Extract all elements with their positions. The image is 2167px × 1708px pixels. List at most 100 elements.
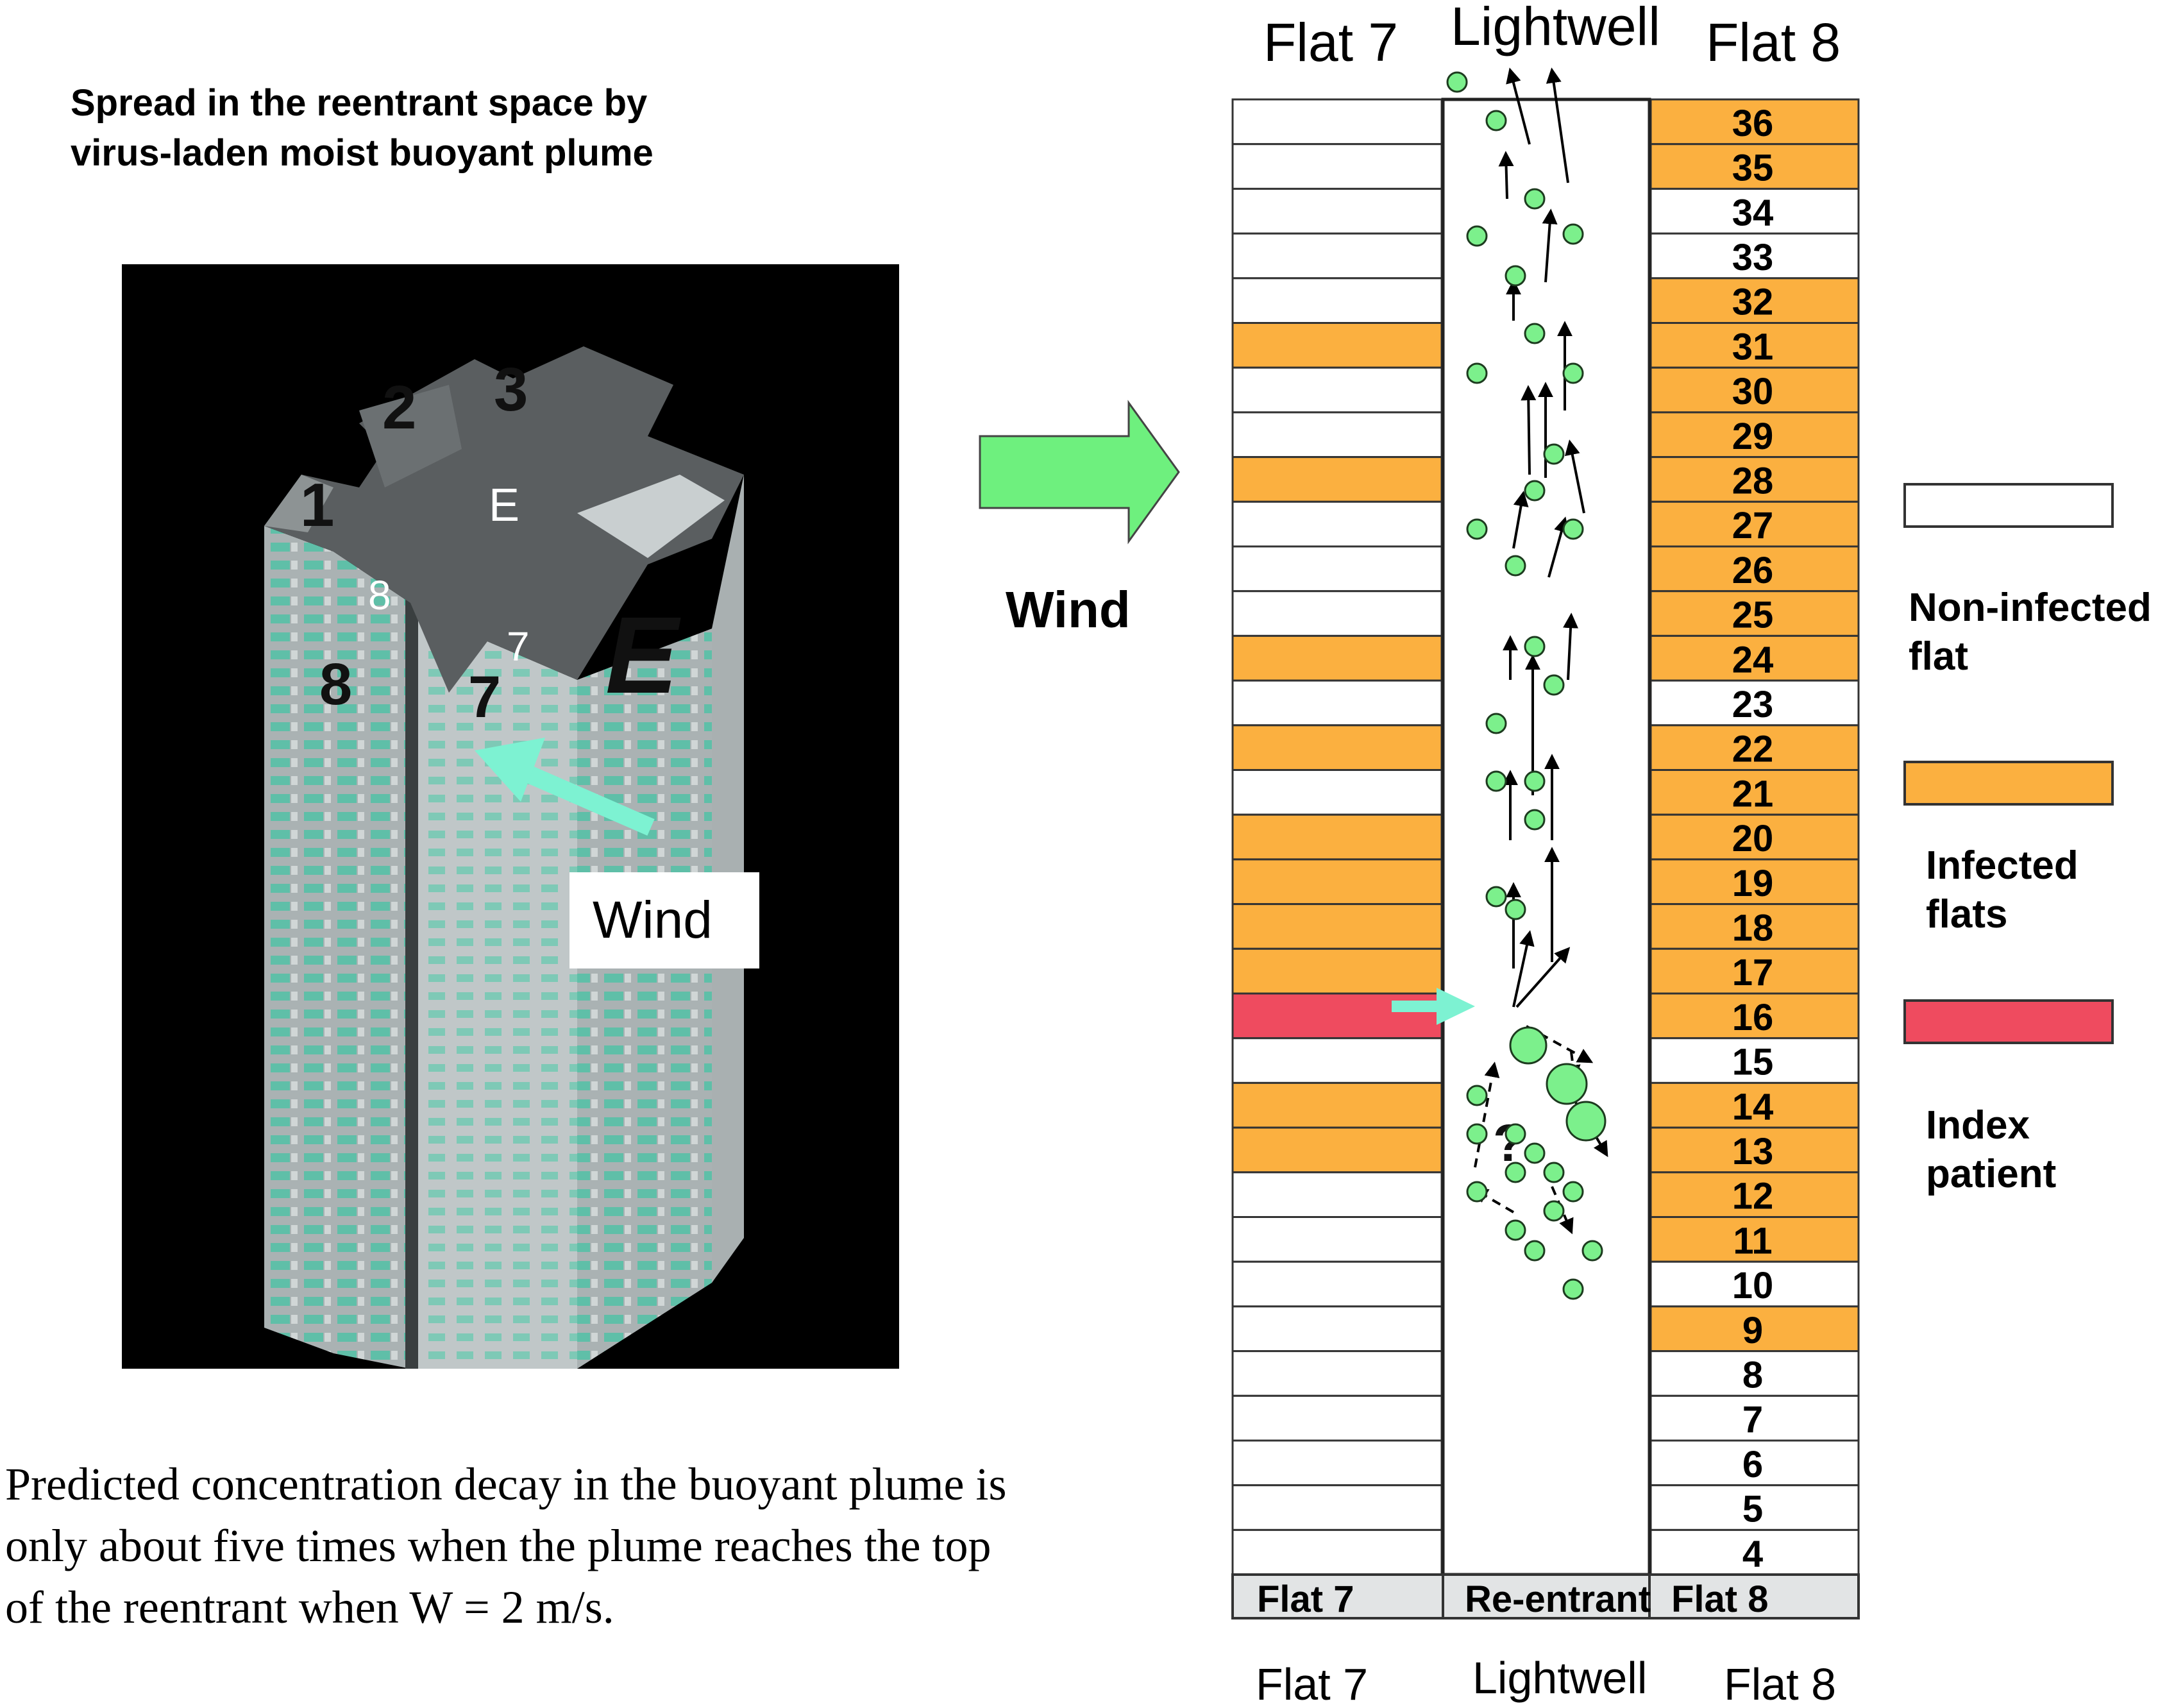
flat8-floor-16 bbox=[1649, 992, 1860, 1040]
floor-number-13: 13 bbox=[1732, 1131, 1774, 1172]
flat7-floor-17 bbox=[1231, 947, 1443, 995]
flat7-floor-16 bbox=[1231, 992, 1443, 1040]
flat7-floor-11 bbox=[1231, 1216, 1443, 1263]
droplet bbox=[1466, 362, 1488, 384]
floor-number-22: 22 bbox=[1732, 729, 1774, 770]
caption-line1: Predicted concentration decay in the buo… bbox=[5, 1459, 1007, 1510]
flat8-floor-34 bbox=[1649, 187, 1860, 235]
flat7-floor-27 bbox=[1231, 500, 1443, 548]
droplet bbox=[1505, 265, 1526, 287]
footer-flat7: Flat 7 bbox=[1256, 1659, 1368, 1708]
flat7-floor-18 bbox=[1231, 903, 1443, 950]
flat7-floor-14 bbox=[1231, 1081, 1443, 1129]
flat7-floor-19 bbox=[1231, 858, 1443, 906]
flat7-floor-6 bbox=[1231, 1439, 1443, 1487]
droplet bbox=[1466, 1085, 1488, 1106]
base-band bbox=[1231, 1573, 1860, 1619]
flat8-floor-26 bbox=[1649, 545, 1860, 593]
flat8-floor-9 bbox=[1649, 1305, 1860, 1353]
building-render: 1 2 3 E 8 7 8 7 E Wind bbox=[122, 264, 899, 1369]
facade-left-wing bbox=[264, 526, 333, 1353]
droplet bbox=[1524, 636, 1546, 657]
base-label-reentrant: Re-entrant bbox=[1465, 1578, 1651, 1620]
floor-number-16: 16 bbox=[1732, 997, 1774, 1038]
droplet bbox=[1562, 1181, 1584, 1203]
floor-number-11: 11 bbox=[1733, 1220, 1772, 1262]
render-label-2: 2 bbox=[382, 373, 416, 442]
droplet bbox=[1524, 1240, 1546, 1262]
flat8-floor-21 bbox=[1649, 769, 1860, 816]
droplet bbox=[1581, 1240, 1603, 1262]
flat7-floor-10 bbox=[1231, 1260, 1443, 1308]
flat7-floor-9 bbox=[1231, 1305, 1443, 1353]
floor-number-4: 4 bbox=[1742, 1533, 1763, 1575]
flat8-floor-15 bbox=[1649, 1037, 1860, 1084]
droplet bbox=[1485, 713, 1507, 734]
droplet bbox=[1543, 443, 1565, 465]
floor-number-26: 26 bbox=[1732, 550, 1774, 591]
flat8-floor-23 bbox=[1649, 679, 1860, 727]
flat7-floor-36 bbox=[1231, 98, 1443, 146]
floor-number-8: 8 bbox=[1742, 1354, 1763, 1396]
render-wind-label: Wind bbox=[593, 891, 712, 949]
left-title-line1: Spread in the reentrant space by bbox=[71, 82, 647, 124]
floor-number-18: 18 bbox=[1732, 907, 1774, 949]
flat8-floor-22 bbox=[1649, 724, 1860, 772]
droplet bbox=[1466, 518, 1488, 540]
flat7-floor-32 bbox=[1231, 277, 1443, 324]
flat7-floor-29 bbox=[1231, 411, 1443, 459]
middle-wind-label: Wind bbox=[1006, 581, 1131, 638]
droplet bbox=[1485, 770, 1507, 792]
left-title-line2: virus-laden moist buoyant plume bbox=[71, 132, 653, 174]
flat8-floor-13 bbox=[1649, 1126, 1860, 1174]
droplet bbox=[1524, 188, 1546, 210]
render-label-7-big: 7 bbox=[468, 664, 501, 730]
legend-label-infected: Infected flats bbox=[1926, 843, 2089, 936]
render-label-7-small: 7 bbox=[507, 623, 530, 670]
flat8-floor-10 bbox=[1649, 1260, 1860, 1308]
header-lightwell: Lightwell bbox=[1451, 0, 1660, 56]
legend-label-non-infected: Non-infected flat bbox=[1909, 586, 2163, 679]
flat7-column bbox=[1231, 98, 1443, 1576]
flat7-floor-22 bbox=[1231, 724, 1443, 772]
droplet bbox=[1505, 1162, 1526, 1183]
droplet bbox=[1524, 323, 1546, 344]
header-flat8: Flat 8 bbox=[1706, 12, 1841, 72]
header-flat7: Flat 7 bbox=[1263, 12, 1398, 72]
flat7-floor-34 bbox=[1231, 187, 1443, 235]
droplet bbox=[1562, 223, 1584, 245]
legend-swatch-index bbox=[1903, 999, 2114, 1044]
caption-line2: only about five times when the plume rea… bbox=[5, 1520, 991, 1571]
plume-arrows bbox=[1498, 67, 1585, 1008]
render-label-8-small: 8 bbox=[368, 572, 391, 618]
flat8-floor-33 bbox=[1649, 232, 1860, 280]
droplet bbox=[1543, 1200, 1565, 1222]
flat8-floor-30 bbox=[1649, 366, 1860, 414]
floor-number-15: 15 bbox=[1732, 1042, 1774, 1083]
flat8-floor-4 bbox=[1649, 1528, 1860, 1576]
flat7-floor-4 bbox=[1231, 1528, 1443, 1576]
middle-wind-arrow bbox=[979, 400, 1180, 545]
floor-number-33: 33 bbox=[1732, 237, 1774, 278]
droplet bbox=[1446, 71, 1468, 93]
droplet bbox=[1485, 110, 1507, 131]
index-cyan-arrow bbox=[1392, 988, 1475, 1025]
flat7-floor-28 bbox=[1231, 456, 1443, 503]
droplet bbox=[1546, 1063, 1588, 1105]
droplets bbox=[1446, 71, 1606, 1300]
flat7-floor-26 bbox=[1231, 545, 1443, 593]
droplet bbox=[1524, 1142, 1546, 1164]
floor-number-9: 9 bbox=[1742, 1310, 1763, 1351]
render-label-8-big: 8 bbox=[319, 652, 352, 717]
floor-number-20: 20 bbox=[1732, 818, 1774, 859]
legend-swatch-infected bbox=[1903, 761, 2114, 806]
droplet bbox=[1505, 555, 1526, 577]
render-label-center-E: E bbox=[489, 480, 519, 531]
floor-number-32: 32 bbox=[1732, 282, 1774, 323]
floor-number-31: 31 bbox=[1732, 326, 1774, 368]
floor-number-23: 23 bbox=[1732, 684, 1774, 725]
flat7-floor-8 bbox=[1231, 1350, 1443, 1397]
flat8-floor-24 bbox=[1649, 634, 1860, 682]
flat7-floor-15 bbox=[1231, 1037, 1443, 1084]
droplet bbox=[1565, 1101, 1606, 1142]
